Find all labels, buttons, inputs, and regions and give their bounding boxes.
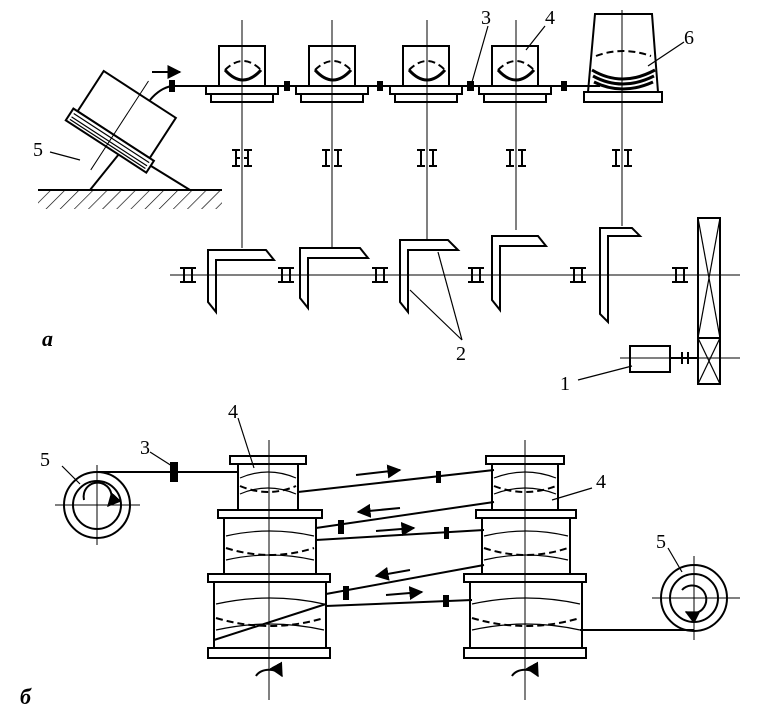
panel-b-label: б xyxy=(20,684,32,709)
callout-b-4-left: 4 xyxy=(228,401,238,423)
panel-a-label: а xyxy=(42,326,53,351)
drawing-dies xyxy=(169,80,567,92)
capstan-4 xyxy=(478,45,552,103)
capstan-3 xyxy=(389,45,463,103)
callout-a-2: 2 xyxy=(456,343,466,365)
callout-b-5-left: 5 xyxy=(40,449,50,471)
dies-b xyxy=(170,462,449,607)
callout-a-4: 4 xyxy=(545,7,555,29)
payoff-reel-left xyxy=(55,465,140,545)
panel-b: 5 3 4 4 5 б xyxy=(20,401,740,709)
wire-paths-b xyxy=(97,469,694,641)
callout-a-5: 5 xyxy=(33,139,43,161)
bevel-gears xyxy=(180,227,688,325)
panel-a: 1 2 3 4 5 6 а xyxy=(33,7,740,395)
ground-base xyxy=(38,189,222,209)
vertical-shafts xyxy=(241,10,623,248)
capstan-stack-right xyxy=(463,440,587,700)
callout-a-6: 6 xyxy=(684,27,694,49)
payoff-reel-inclined xyxy=(64,69,191,191)
takeup-reel-right xyxy=(652,556,740,640)
callout-a-3: 3 xyxy=(481,7,491,29)
gear-reducer xyxy=(697,217,721,385)
callout-leaders-a xyxy=(49,25,685,381)
callout-a-1: 1 xyxy=(560,373,570,395)
callout-b-4-right: 4 xyxy=(596,471,606,493)
wire-direction-arrows xyxy=(355,464,424,601)
electric-motor xyxy=(620,345,740,373)
callout-b-5-right: 5 xyxy=(656,531,666,553)
shaft-couplings xyxy=(232,149,632,167)
callout-leaders-b xyxy=(61,417,683,573)
takeup-spool xyxy=(583,13,663,103)
callout-b-3: 3 xyxy=(140,437,150,459)
capstan-stack-left xyxy=(207,440,331,700)
